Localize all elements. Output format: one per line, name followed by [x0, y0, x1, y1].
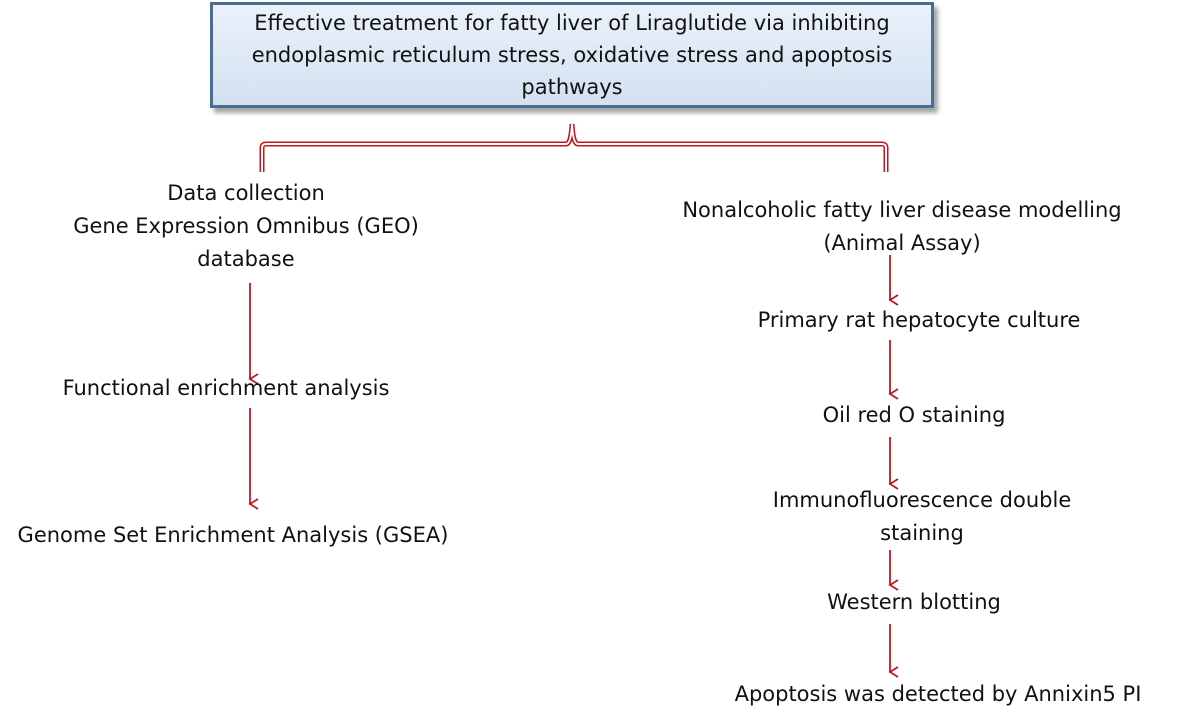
step-apoptosis-detection: Apoptosis was detected by Annixin5 PI	[735, 678, 1142, 711]
step-line: Primary rat hepatocyte culture	[757, 308, 1081, 332]
step-hepatocyte-culture: Primary rat hepatocyte culture	[758, 304, 1081, 337]
step-western-blotting: Western blotting	[827, 586, 1001, 619]
title-text: Effective treatment for fatty liver of L…	[251, 11, 893, 99]
step-oil-red-o: Oil red O staining	[823, 399, 1006, 432]
step-data-collection: Data collection Gene Expression Omnibus …	[73, 177, 419, 276]
step-line: Functional enrichment analysis	[62, 376, 390, 400]
step-line: Oil red O staining	[822, 403, 1006, 427]
step-line: Gene Expression Omnibus (GEO)	[73, 214, 419, 238]
title-box: Effective treatment for fatty liver of L…	[210, 2, 934, 108]
step-line: (Animal Assay)	[823, 231, 981, 255]
step-line: Data collection	[167, 181, 325, 205]
step-line: Genome Set Enrichment Analysis (GSEA)	[17, 523, 449, 547]
step-line: Western blotting	[827, 590, 1001, 614]
branch-brace	[259, 123, 889, 172]
step-line: Immunofluorescence double	[772, 488, 1072, 512]
step-nafld-modelling: Nonalcoholic fatty liver disease modelli…	[682, 194, 1121, 260]
step-line: database	[197, 247, 295, 271]
step-line: Nonalcoholic fatty liver disease modelli…	[682, 198, 1122, 222]
step-functional-enrichment: Functional enrichment analysis	[63, 372, 390, 405]
step-line: Apoptosis was detected by Annixin5 PI	[734, 682, 1142, 706]
step-gsea: Genome Set Enrichment Analysis (GSEA)	[18, 519, 449, 552]
step-line: staining	[880, 521, 964, 545]
step-immunofluorescence: Immunofluorescence double staining	[773, 484, 1071, 550]
